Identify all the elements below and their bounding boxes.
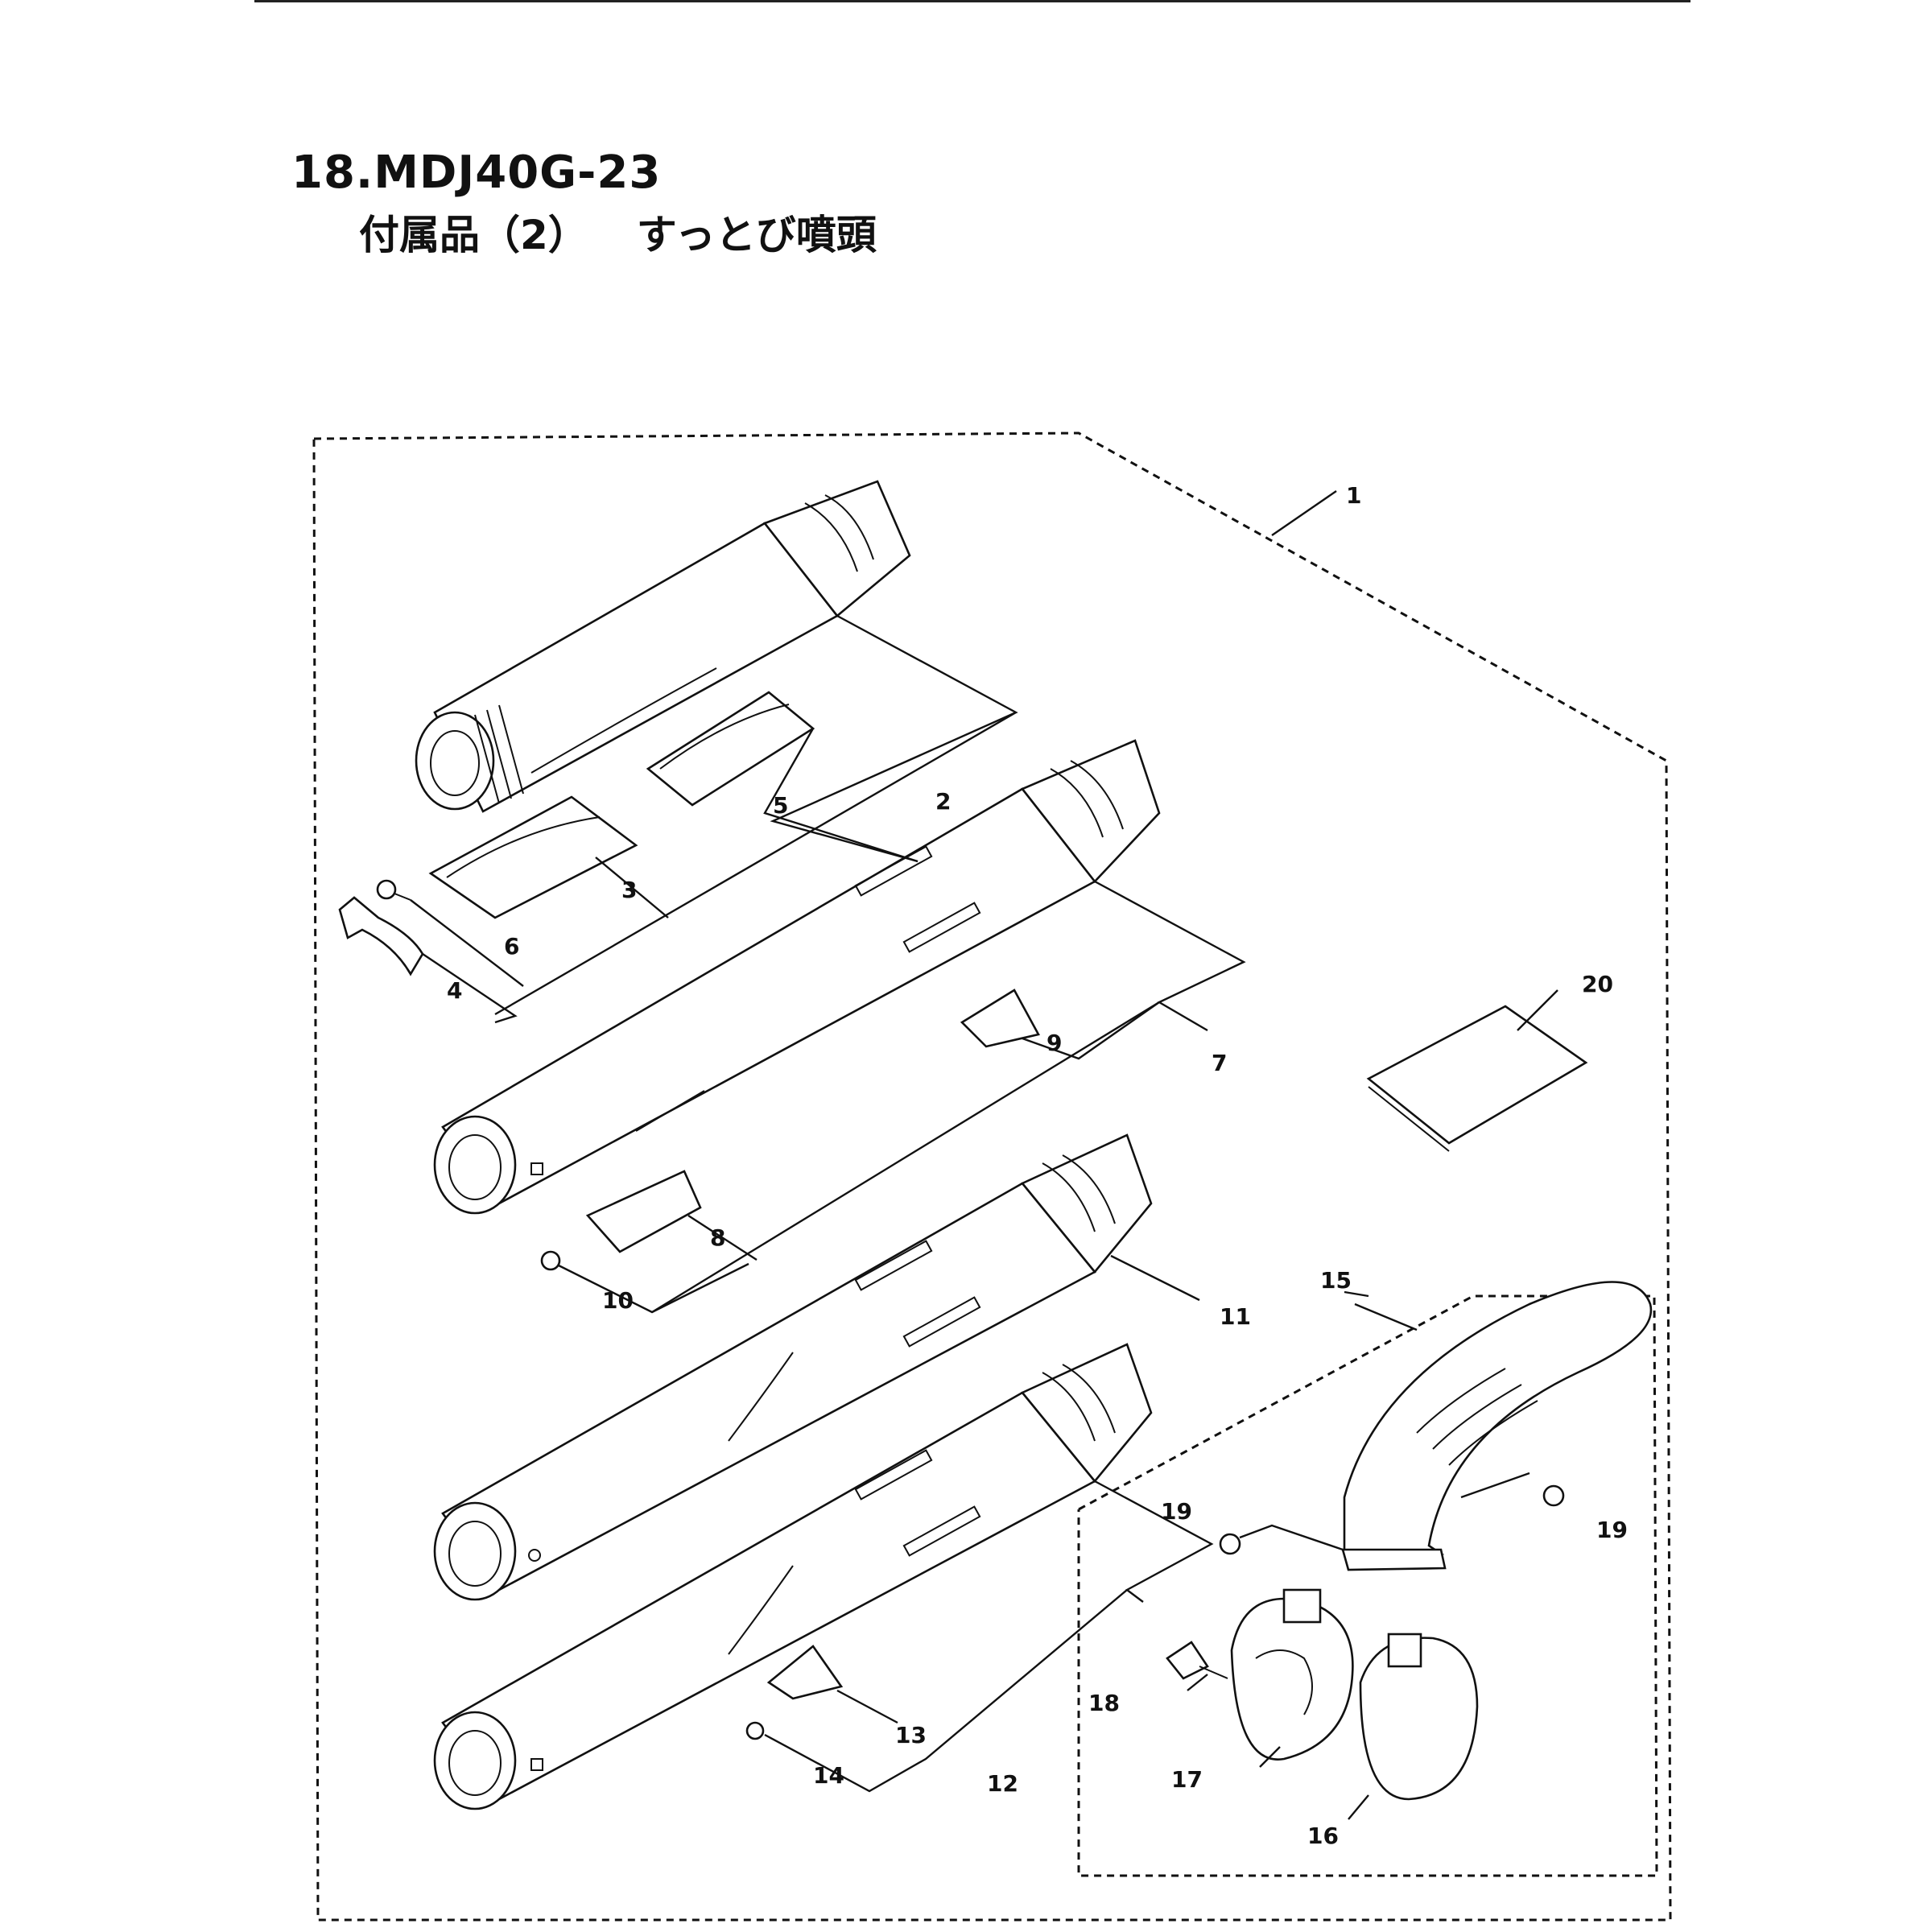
callout-19-right: 19 bbox=[1596, 1517, 1628, 1543]
callout-1: 1 bbox=[1346, 482, 1361, 509]
part-16-holder bbox=[1359, 1633, 1479, 1801]
callout-15: 15 bbox=[1320, 1267, 1352, 1294]
page-subtitle: 付属品（2） すっとび噴頭 bbox=[359, 203, 877, 261]
part-13-clip bbox=[766, 1645, 844, 1700]
callout-8: 8 bbox=[710, 1224, 725, 1251]
subtitle-left: 付属品（2） bbox=[359, 212, 588, 258]
callout-11: 11 bbox=[1220, 1303, 1251, 1330]
page-title: 18.MDJ40G-23 bbox=[291, 147, 662, 199]
callout-5: 5 bbox=[773, 792, 788, 819]
callout-20: 20 bbox=[1582, 971, 1613, 997]
pipe-11 bbox=[433, 1133, 1153, 1601]
part-5-clip bbox=[646, 691, 815, 807]
callout-9: 9 bbox=[1046, 1030, 1062, 1056]
part-10-screw bbox=[540, 1250, 561, 1271]
callout-18: 18 bbox=[1088, 1690, 1120, 1716]
part-17-clamp bbox=[1230, 1588, 1354, 1761]
callout-3: 3 bbox=[621, 877, 637, 903]
part-18-knob bbox=[1166, 1641, 1228, 1680]
callout-17: 17 bbox=[1171, 1766, 1203, 1793]
part-20-manual bbox=[1366, 1005, 1588, 1152]
callout-6: 6 bbox=[504, 933, 519, 960]
part-6-screw bbox=[376, 879, 411, 901]
callout-4: 4 bbox=[447, 977, 462, 1004]
callout-13: 13 bbox=[895, 1722, 927, 1748]
part-8-clip bbox=[585, 1170, 702, 1253]
part-19-screw-right bbox=[1542, 1484, 1565, 1507]
top-rule bbox=[254, 0, 1690, 2]
part-4-bracket bbox=[338, 896, 424, 976]
callout-14: 14 bbox=[813, 1762, 844, 1789]
subtitle-right: すっとび噴頭 bbox=[636, 212, 877, 258]
callout-16: 16 bbox=[1307, 1823, 1339, 1849]
leader-lines bbox=[410, 490, 1558, 1820]
callout-19-left: 19 bbox=[1161, 1498, 1192, 1525]
part-3-cover bbox=[428, 795, 638, 919]
part-15-elbow-nozzle bbox=[1341, 1281, 1653, 1571]
callout-2: 2 bbox=[935, 788, 951, 815]
part-14-screw bbox=[745, 1721, 765, 1740]
callout-10: 10 bbox=[602, 1287, 634, 1314]
callout-labels: 1 2 3 4 5 6 7 8 9 10 11 12 13 14 15 16 1… bbox=[447, 482, 1628, 1849]
part-9-clip bbox=[960, 989, 1040, 1048]
subkit-boundary bbox=[1077, 1294, 1658, 1877]
pipe-7 bbox=[433, 739, 1161, 1215]
callout-7: 7 bbox=[1212, 1050, 1227, 1076]
part-19-screw-left bbox=[1219, 1533, 1241, 1555]
kit-boundary bbox=[312, 431, 1672, 1922]
callout-12: 12 bbox=[987, 1770, 1018, 1797]
pipe-12 bbox=[433, 1343, 1153, 1810]
